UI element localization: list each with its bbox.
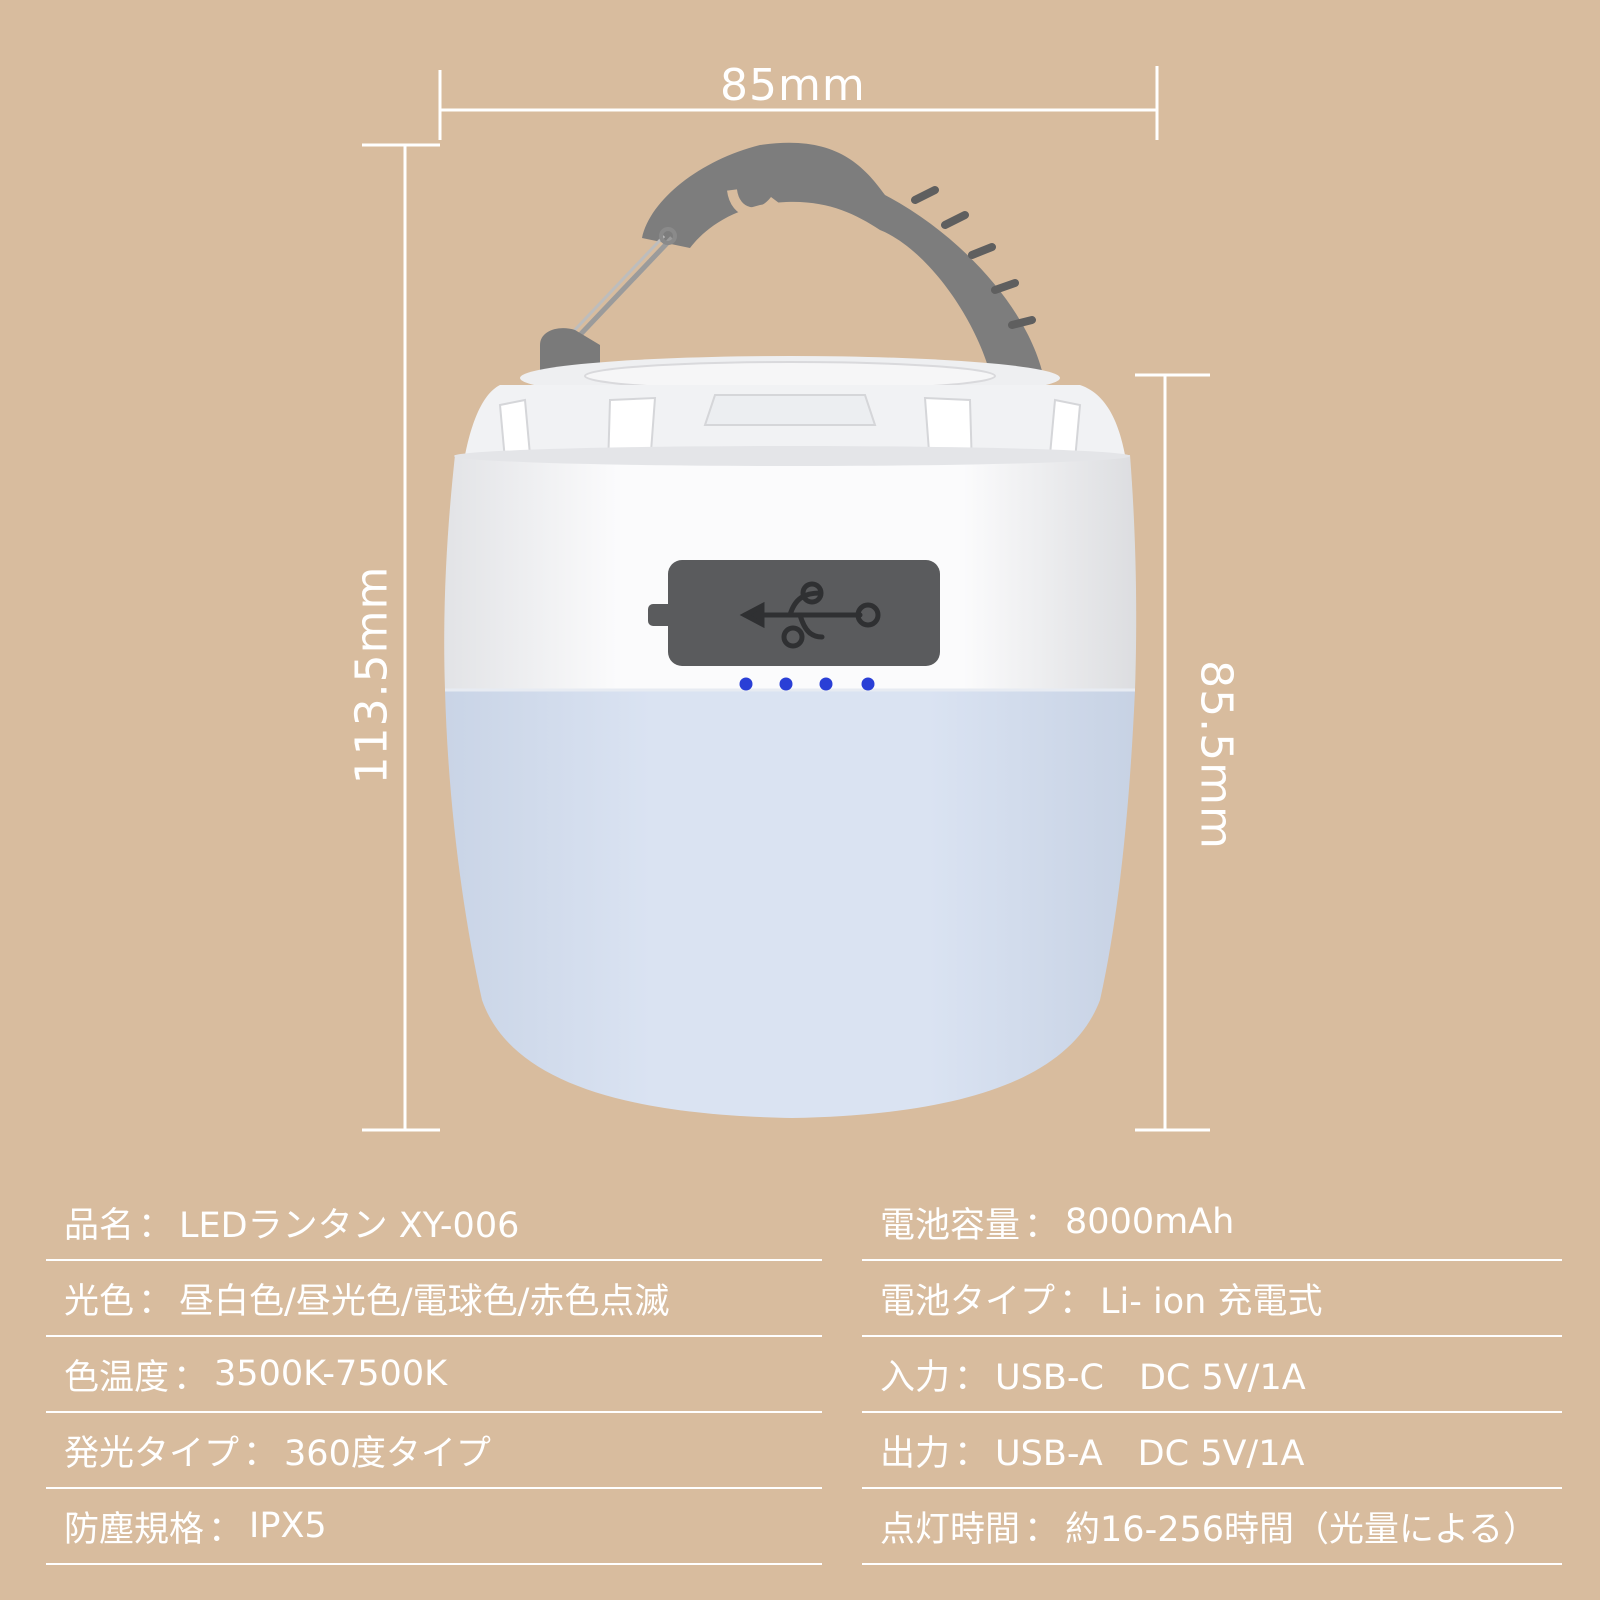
spec-dust-rating: 防塵規格：IPX5	[46, 1489, 822, 1565]
usb-port-cover[interactable]	[648, 560, 940, 666]
spec-value: Li- ion 充電式	[1100, 1281, 1323, 1322]
indicator-led	[861, 677, 875, 691]
spec-label: 防塵規格	[64, 1509, 205, 1550]
spec-label: 電池容量	[880, 1205, 1021, 1246]
spec-value: IPX5	[249, 1506, 327, 1546]
spec-label: 入力	[880, 1357, 951, 1398]
spec-battery-capacity: 電池容量：8000mAh	[862, 1185, 1562, 1261]
battery-indicator-leds	[739, 677, 875, 691]
spec-value: USB-C DC 5V/1A	[995, 1357, 1306, 1398]
width-label: 85mm	[720, 60, 866, 111]
spec-input: 入力：USB-C DC 5V/1A	[862, 1337, 1562, 1413]
spec-label: 電池タイプ	[880, 1281, 1056, 1322]
spec-light-color: 光色：昼白色/昼光色/電球色/赤色点滅	[46, 1261, 822, 1337]
spec-output: 出力：USB-A DC 5V/1A	[862, 1413, 1562, 1489]
spec-value: USB-A DC 5V/1A	[995, 1433, 1305, 1474]
spec-lighting-time: 点灯時間：約16-256時間（光量による）	[862, 1489, 1562, 1565]
indicator-led	[819, 677, 833, 691]
spec-label: 発光タイプ	[64, 1433, 240, 1474]
spec-value: 360度タイプ	[284, 1433, 491, 1474]
spec-label: 点灯時間	[880, 1509, 1021, 1550]
spec-label: 色温度	[64, 1357, 170, 1398]
usb-icon	[739, 581, 881, 649]
spec-emission-type: 発光タイプ：360度タイプ	[46, 1413, 822, 1489]
light-diffuser	[445, 690, 1135, 1118]
spec-value: 昼白色/昼光色/電球色/赤色点滅	[179, 1281, 670, 1322]
spec-color-temperature: 色温度：3500K-7500K	[46, 1337, 822, 1413]
spec-battery-type: 電池タイプ：Li- ion 充電式	[862, 1261, 1562, 1337]
spec-table: 品名：LEDランタン XY-006 電池容量：8000mAh 光色：昼白色/昼光…	[46, 1185, 1562, 1565]
spec-label: 光色	[64, 1281, 135, 1322]
handle	[642, 142, 1045, 395]
spec-value: 3500K-7500K	[214, 1354, 448, 1394]
indicator-led	[739, 677, 753, 691]
spec-value: 約16-256時間（光量による）	[1065, 1509, 1538, 1550]
spec-label: 品名	[64, 1205, 135, 1246]
spec-value: LEDランタン XY-006	[179, 1205, 520, 1246]
spec-product-name: 品名：LEDランタン XY-006	[46, 1185, 822, 1261]
indicator-led	[779, 677, 793, 691]
spec-label: 出力	[880, 1433, 951, 1474]
spec-value: 8000mAh	[1065, 1202, 1235, 1242]
